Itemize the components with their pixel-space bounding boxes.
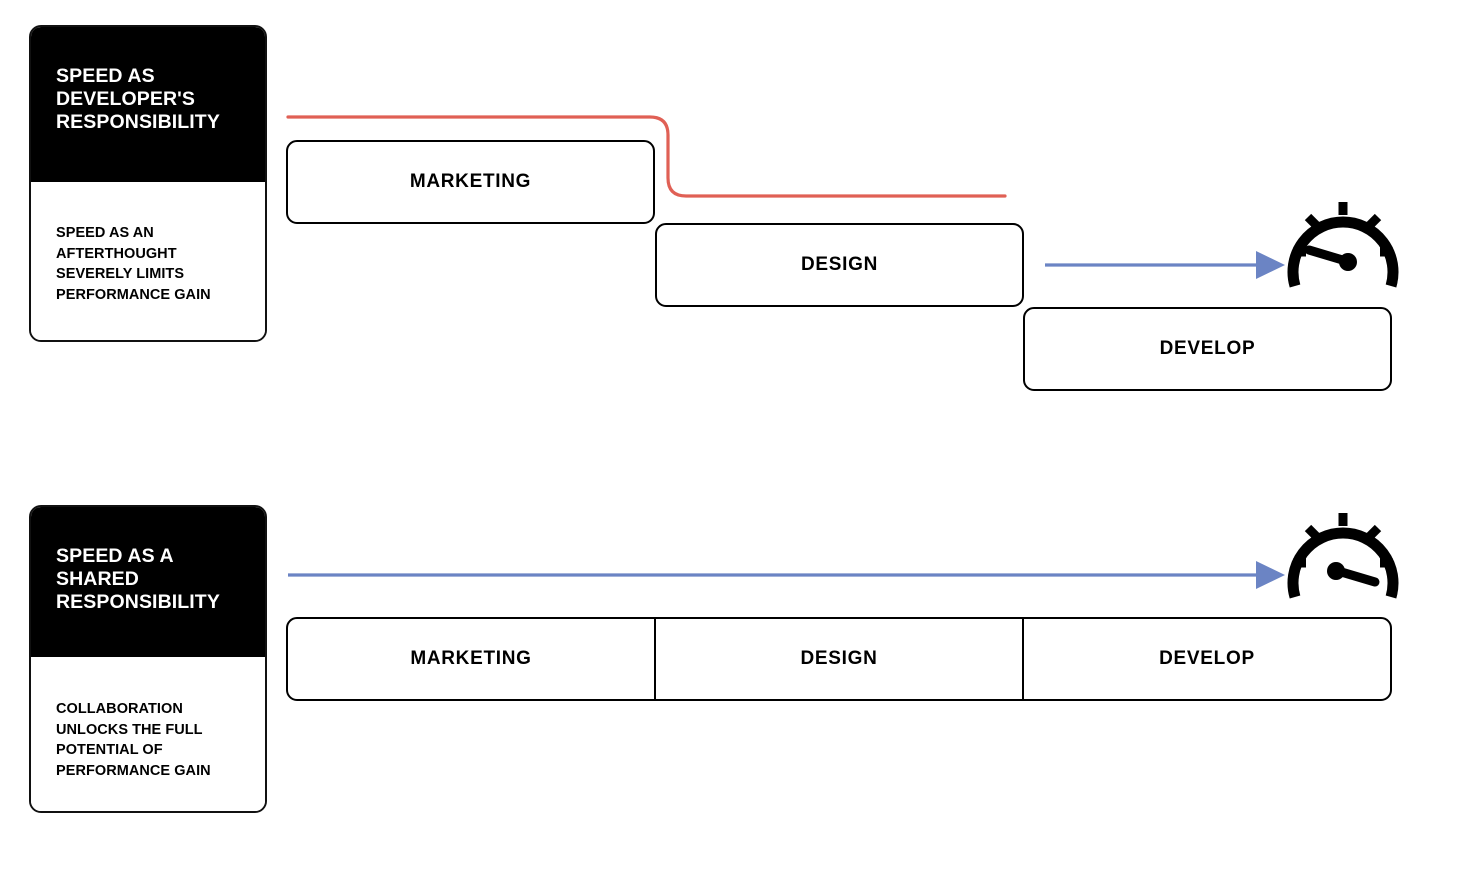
- phase-box-marketing-top: MARKETING: [286, 140, 655, 224]
- phase-box-design-top: DESIGN: [655, 223, 1024, 307]
- blue-arrow-bottom: [288, 561, 1285, 589]
- info-card-heading-panel: SPEED AS A SHARED RESPONSIBILITY: [31, 507, 265, 657]
- gauge-ticks: [1293, 202, 1393, 257]
- phase-segment-label: DEVELOP: [1159, 648, 1255, 669]
- phase-segment-develop-bottom: DEVELOP: [1022, 619, 1390, 699]
- info-card-body-panel: SPEED AS AN AFTERTHOUGHT SEVERELY LIMITS…: [31, 182, 265, 340]
- gauge-needle: [1304, 245, 1351, 266]
- phase-segment-marketing-bottom: MARKETING: [288, 619, 654, 699]
- phase-box-label: DESIGN: [800, 254, 879, 275]
- info-card-developer-responsibility: SPEED AS DEVELOPER'S RESPONSIBILITY SPEE…: [29, 25, 267, 342]
- gauge-arc: [1287, 527, 1399, 599]
- gauge-fast-icon: [1287, 513, 1399, 599]
- phase-box-develop-top: DEVELOP: [1023, 307, 1392, 391]
- info-card-body-text: COLLABORATION UNLOCKS THE FULL POTENTIAL…: [56, 701, 211, 779]
- info-card-shared-responsibility: SPEED AS A SHARED RESPONSIBILITY COLLABO…: [29, 505, 267, 813]
- phase-box-label: DEVELOP: [1159, 338, 1256, 359]
- gauge-needle: [1333, 566, 1380, 587]
- gauge-hub: [1339, 253, 1357, 271]
- gauge-ticks: [1293, 513, 1393, 568]
- info-card-heading-panel: SPEED AS DEVELOPER'S RESPONSIBILITY: [31, 27, 265, 182]
- info-card-heading-text: SPEED AS DEVELOPER'S RESPONSIBILITY: [56, 65, 220, 133]
- blue-arrow-top: [1045, 251, 1285, 279]
- phase-bar-shared: MARKETING DESIGN DEVELOP: [286, 617, 1392, 701]
- info-card-heading-text: SPEED AS A SHARED RESPONSIBILITY: [56, 545, 220, 613]
- info-card-body-panel: COLLABORATION UNLOCKS THE FULL POTENTIAL…: [31, 657, 265, 811]
- phase-segment-design-bottom: DESIGN: [654, 619, 1022, 699]
- gauge-hub: [1327, 562, 1345, 580]
- phase-segment-label: MARKETING: [410, 648, 532, 669]
- gauge-arc: [1287, 216, 1399, 288]
- phase-segment-label: DESIGN: [800, 648, 878, 669]
- gauge-slow-icon: [1287, 202, 1399, 288]
- blue-arrow-bottom-head: [1256, 561, 1285, 589]
- blue-arrow-top-head: [1256, 251, 1285, 279]
- info-card-body-text: SPEED AS AN AFTERTHOUGHT SEVERELY LIMITS…: [56, 225, 211, 303]
- phase-box-label: MARKETING: [409, 171, 532, 192]
